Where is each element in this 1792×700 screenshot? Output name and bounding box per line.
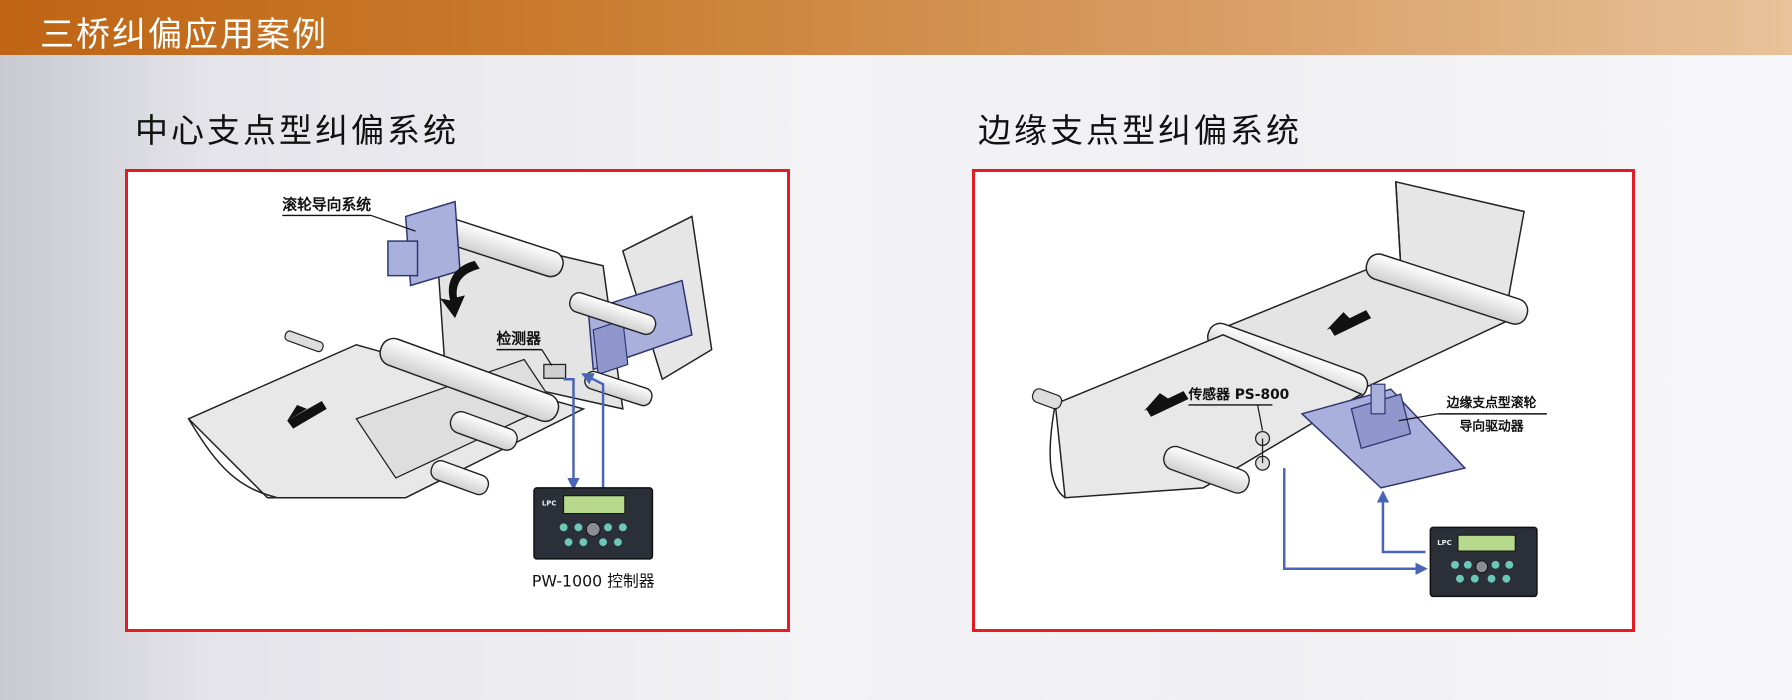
lower-roller-2	[430, 460, 490, 496]
controller-brand: LPC	[1437, 539, 1452, 547]
top-roller	[1365, 253, 1529, 325]
controller-brand: LPC	[542, 500, 557, 508]
signal-line-sensor	[1283, 468, 1428, 575]
right-section-heading: 边缘支点型纠偏系统	[978, 111, 1302, 150]
lower-direction-arrow	[1144, 391, 1189, 417]
middle-roller	[379, 337, 560, 423]
guide-frame-side	[592, 319, 629, 376]
label-sensor: 传感器 PS-800	[1188, 386, 1290, 403]
web-lower	[1054, 334, 1363, 499]
signal-line-detector	[563, 378, 580, 491]
roller-shaft-left	[284, 330, 324, 353]
title-bar: 三桥纠偏应用案例	[0, 0, 1792, 55]
lower-direction-arrow	[287, 400, 327, 429]
edge-driver-post	[1370, 383, 1386, 415]
label-driver-line1: 边缘支点型滚轮	[1446, 395, 1537, 411]
signal-line-control	[581, 373, 605, 488]
left-diagram-panel: LPC 滚轮导向系统 检测器 PW-1000 控制器	[125, 169, 790, 632]
page-title: 三桥纠偏应用案例	[40, 15, 328, 55]
upper-direction-arrow	[1326, 310, 1372, 336]
label-roller-guide: 滚轮导向系统	[282, 196, 371, 214]
roller-shaft-left	[1031, 388, 1063, 410]
sensor-icon	[1254, 430, 1271, 471]
label-detector: 检测器	[496, 330, 542, 348]
detector-icon	[543, 363, 567, 379]
signal-line-driver	[1376, 490, 1426, 554]
right-roller-upper	[568, 292, 657, 336]
center-pivot-diagram: LPC 滚轮导向系统 检测器 PW-1000 控制器	[187, 196, 713, 591]
lower-roller	[1163, 445, 1250, 494]
edge-pivot-diagram: LPC 传感器 PS-800 边缘支点型滚轮 导向驱动器	[1031, 180, 1547, 598]
left-section-heading: 中心支点型纠偏系统	[135, 111, 459, 150]
pw1000-controller: LPC	[533, 487, 654, 560]
edge-controller: LPC	[1429, 526, 1538, 598]
right-diagram-panel: LPC 传感器 PS-800 边缘支点型滚轮 导向驱动器	[972, 169, 1635, 632]
lower-roller-1	[449, 410, 518, 451]
bracket-plate	[387, 240, 419, 277]
label-driver-line2: 导向驱动器	[1459, 419, 1523, 435]
upper-direction-arrow	[440, 260, 480, 319]
label-controller: PW-1000 控制器	[532, 572, 655, 591]
